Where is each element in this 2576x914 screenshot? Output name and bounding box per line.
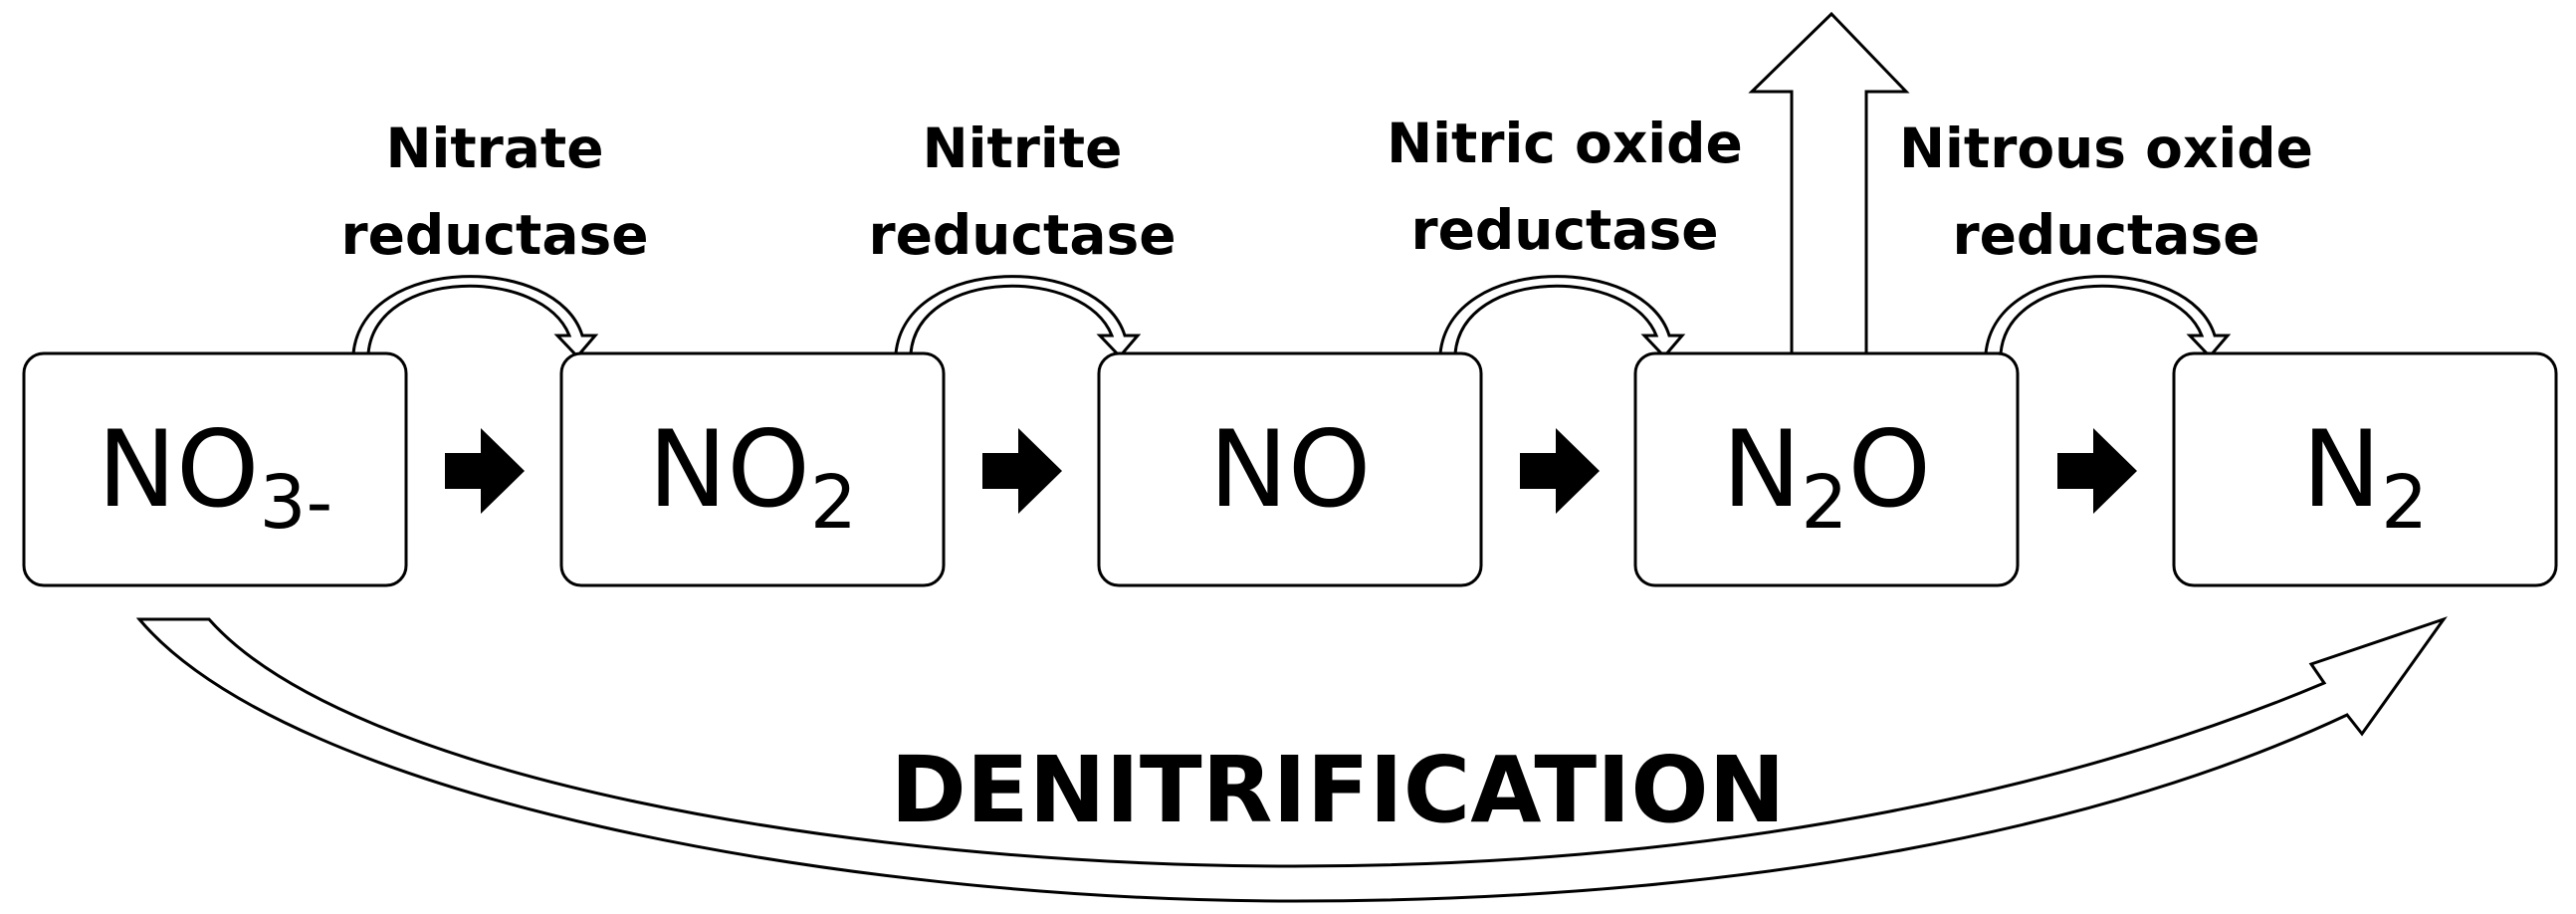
step-arrow-1	[445, 428, 525, 514]
nitric-oxide-reductase-arrow	[1438, 275, 1686, 359]
step-arrow-4	[2057, 428, 2137, 514]
nitric-oxide-reductase-label: Nitric oxide	[1387, 112, 1743, 175]
nitrous-oxide-reductase-label: Nitrous oxide	[1899, 116, 2313, 180]
nitric-oxide-box	[1097, 351, 1483, 587]
nitrite-box	[559, 351, 946, 587]
step-arrow-2	[982, 428, 1062, 514]
nitrous-oxide-formula: N2O	[1722, 408, 1931, 546]
process-title: DENITRIFICATION	[890, 737, 1785, 843]
nitrate-reductase-label: Nitrate	[385, 116, 603, 180]
nitrogen-formula: N2	[2302, 408, 2428, 546]
nitrate-reductase-label-line2: reductase	[341, 203, 649, 267]
nitrite-formula: NO2	[648, 408, 857, 546]
n2o-release-arrow	[1748, 11, 1910, 355]
nitrous-oxide-box	[1633, 351, 2020, 587]
nitrate-reductase-arrow	[351, 275, 599, 359]
nitrite-reductase-arrow	[894, 275, 1142, 359]
nitrate-box	[22, 351, 408, 587]
step-arrow-3	[1520, 428, 1600, 514]
denitrification-arrow	[135, 616, 2448, 903]
nitrate-formula: NO3-	[98, 408, 333, 546]
species-boxes	[22, 351, 2558, 587]
nitrous-oxide-reductase-label-line2: reductase	[1953, 203, 2260, 267]
species-labels: NO3- NO2 NO N2O N2	[98, 408, 2428, 546]
enzyme-labels: Nitrate reductase Nitrite reductase Nitr…	[341, 112, 2313, 267]
nitrite-reductase-label: Nitrite	[923, 116, 1123, 180]
step-arrows	[445, 428, 2137, 514]
nitrous-oxide-reductase-arrow	[1984, 275, 2232, 359]
nitric-oxide-formula: NO	[1209, 408, 1372, 531]
nitrite-reductase-label-line2: reductase	[869, 203, 1177, 267]
nitrogen-box	[2172, 351, 2558, 587]
nitric-oxide-reductase-label-line2: reductase	[1411, 198, 1719, 262]
enzyme-arrows	[351, 275, 2232, 359]
